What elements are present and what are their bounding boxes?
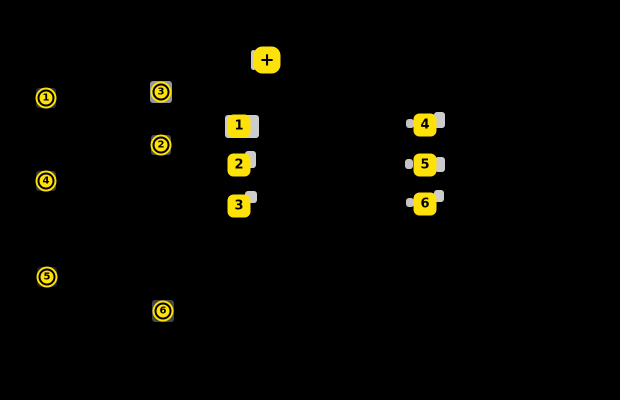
som-circle-badge-5: 5 [38,268,56,286]
ui-remnant [435,157,445,172]
ui-remnant [406,119,414,128]
ui-remnant [406,198,414,207]
som-square-badge-6: 6 [413,192,437,216]
som-square-badge-5: 5 [413,153,437,177]
som-square-badge-3: 3 [227,194,251,218]
som-square-badge-4: 4 [413,113,437,137]
ui-remnant [245,151,256,168]
som-circle-badge-3: 3 [152,83,170,101]
som-circle-badge-2: 2 [152,136,170,154]
add-icon: + [253,46,281,74]
som-square-badge-2: 2 [227,153,251,177]
som-circle-badge-1: 1 [37,89,55,107]
ui-remnant [405,159,413,169]
ui-remnant [434,112,445,128]
som-circle-badge-6: 6 [154,302,172,320]
som-circle-badge-4: 4 [37,172,55,190]
som-square-badge-1: 1 [227,114,251,138]
ui-remnant [434,190,444,202]
